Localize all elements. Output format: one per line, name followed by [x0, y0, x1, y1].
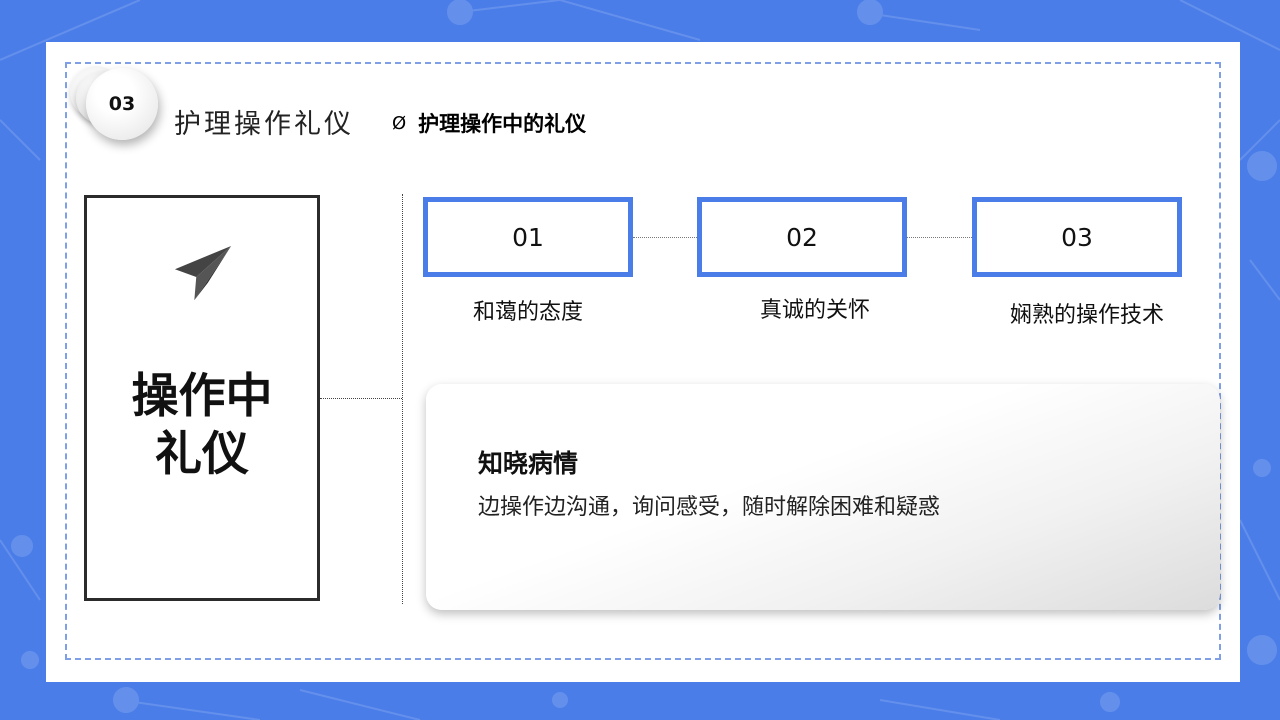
vertical-divider [402, 194, 403, 604]
bullet-icon: Ø [392, 112, 407, 134]
section-number-badge: 03 [86, 68, 158, 140]
left-title-line2: 礼仪 [155, 427, 249, 482]
section-title: 护理操作礼仪 [174, 109, 354, 140]
left-panel-title: 操作中 礼仪 [87, 368, 317, 484]
step-number: 03 [1061, 222, 1093, 252]
step-box-3: 03 [972, 197, 1182, 277]
slide-card: 03 护理操作礼仪 Ø 护理操作中的礼仪 操作中 礼仪 01 02 03 和蔼的… [46, 42, 1240, 682]
step-label-2: 真诚的关怀 [759, 298, 870, 323]
step-number: 02 [786, 222, 818, 252]
step-box-2: 02 [697, 197, 907, 277]
paper-plane-icon [174, 245, 232, 301]
info-card-title: 知晓病情 [478, 449, 579, 478]
step-connector [907, 237, 972, 238]
step-label-3: 娴熟的操作技术 [1009, 303, 1164, 328]
left-title-line1: 操作中 [131, 369, 273, 424]
step-box-1: 01 [423, 197, 633, 277]
panel-connector-line [320, 398, 402, 399]
dashed-frame [65, 62, 1221, 660]
info-card: 知晓病情 边操作边沟通，询问感受，随时解除困难和疑惑 [426, 384, 1220, 610]
subheading-text: 护理操作中的礼仪 [418, 112, 587, 136]
info-card-body: 边操作边沟通，询问感受，随时解除困难和疑惑 [478, 495, 941, 520]
left-panel: 操作中 礼仪 [84, 195, 320, 601]
subheading: Ø 护理操作中的礼仪 [392, 108, 586, 138]
section-number: 03 [108, 93, 136, 115]
step-number: 01 [512, 222, 544, 252]
step-label-1: 和蔼的态度 [472, 300, 583, 325]
step-connector [633, 237, 697, 238]
